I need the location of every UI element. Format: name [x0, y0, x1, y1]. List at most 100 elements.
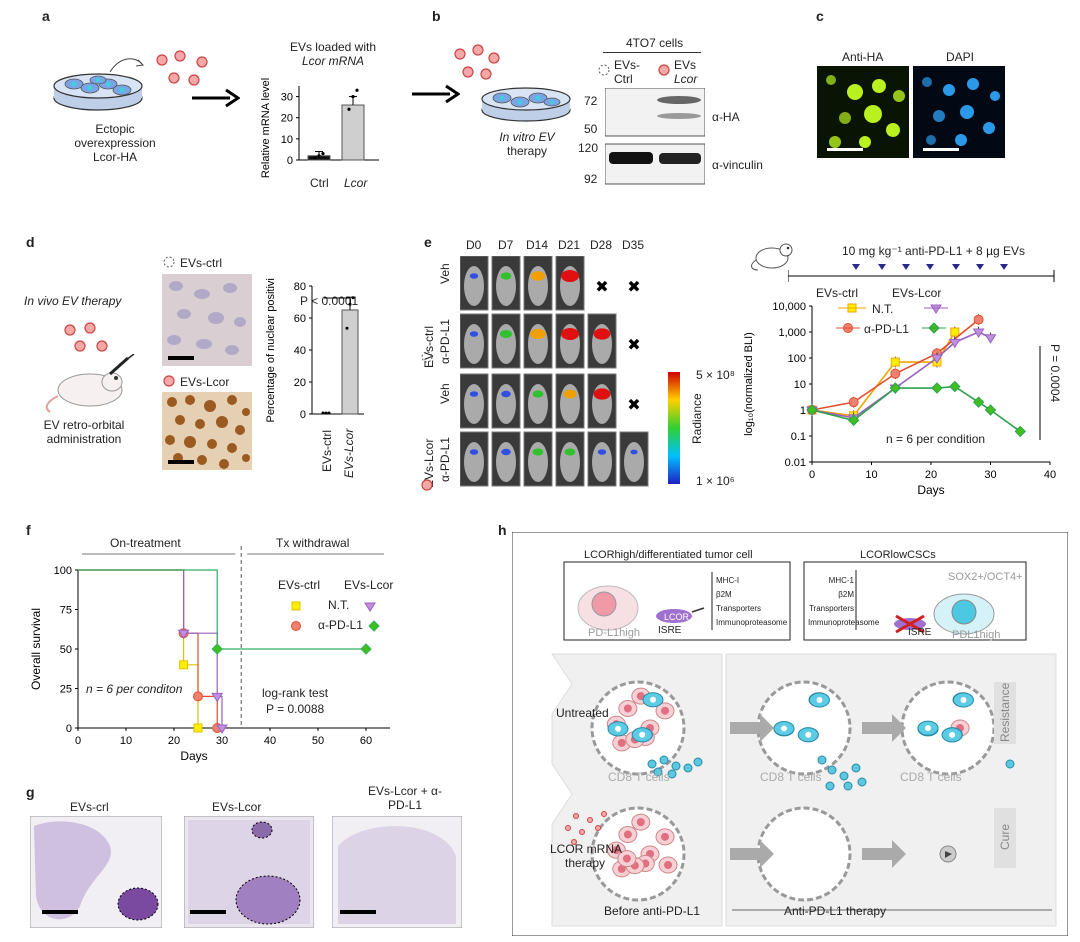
day-d35: D35	[622, 238, 645, 252]
survival-marker-3	[360, 643, 372, 655]
h-isre-right: ISRE	[908, 627, 932, 638]
h-pdl1-high: PD-L1high	[588, 627, 640, 639]
panel-h-label: h	[498, 522, 507, 538]
mouse-icon-e	[751, 243, 793, 271]
tumor-nucleus	[661, 832, 670, 841]
ab-vinculin: α-vinculin	[712, 158, 763, 172]
ev-red-icon-d	[163, 375, 175, 387]
chart-e-ylabel: log₁₀(normalized BLI)	[743, 332, 755, 436]
tick-label-x: 20	[168, 735, 180, 747]
cell-dish-b	[481, 87, 571, 122]
tick-label-y: 50	[60, 644, 72, 656]
bli-signal	[532, 448, 544, 456]
data-point-2	[984, 334, 997, 344]
tumor-nucleus	[617, 864, 626, 873]
admin-caption-1: EV retro-orbital	[43, 418, 125, 432]
anti-ha-image	[817, 66, 909, 158]
therapy-caption-1: In vitro EV	[499, 130, 555, 144]
tick-label-y: 0.01	[785, 457, 806, 469]
tumor-nucleus	[661, 706, 670, 715]
dead-mouse-x: ✖	[627, 279, 640, 296]
chart-e-n-note: n = 6 per condition	[886, 432, 986, 446]
data-point-3	[1014, 425, 1026, 438]
survival-line-1	[78, 569, 218, 728]
day-d7: D7	[498, 238, 514, 252]
bli-signal	[469, 331, 479, 337]
tick-label-y: 0.1	[791, 431, 806, 443]
legend-f-nt: N.T.	[328, 598, 350, 612]
day-d14: D14	[526, 238, 549, 252]
h-lcor-therapy-1: LCOR mRNA	[550, 842, 623, 856]
tick-label-y: 80	[294, 281, 306, 293]
chart-a-cat-lcor: Lcor	[344, 176, 368, 190]
channel-dapi: DAPI	[946, 50, 975, 64]
histo-evs-lcor-pdl1	[332, 816, 462, 928]
data-point-1	[890, 368, 901, 379]
tick-label-y: 25	[60, 684, 72, 696]
tick-label-x: 20	[925, 469, 937, 481]
legend-e-lcor: EVs-Lcor	[892, 286, 942, 300]
cell-dish-a	[53, 58, 145, 111]
legend-marker-pdl1-ctrl	[291, 621, 301, 631]
h-before: Before anti-PD-L1	[604, 904, 701, 918]
in-vivo-therapy: In vivo EV therapy	[24, 294, 122, 308]
western-blot	[605, 88, 705, 185]
mouse-body	[496, 384, 516, 424]
bli-signal	[530, 271, 546, 281]
lane2-line1: EVs	[674, 58, 697, 72]
data-point-3	[949, 380, 961, 393]
data-point	[327, 411, 331, 415]
ihc-evs-lcor	[162, 392, 252, 470]
chart-a-title-2: Lcor mRNA	[301, 54, 364, 68]
tick-label-x: 0	[75, 735, 81, 747]
tick-label-x: 30	[984, 469, 996, 481]
tick-label-y: 1	[800, 405, 806, 417]
h-gene-3: Transporters	[716, 604, 762, 613]
day-d21: D21	[558, 238, 581, 252]
mw-120: 120	[578, 141, 599, 155]
dose-marker	[976, 264, 984, 270]
mouse-body	[496, 442, 516, 482]
data-point	[351, 296, 355, 300]
h-cure: Cure	[998, 823, 1012, 850]
radiance-min: 1 × 10⁶	[696, 474, 735, 488]
radiance-colorbar	[668, 372, 680, 484]
h-genes-right: MHC-1 β2M Transporters Immunoproteasome	[808, 574, 879, 630]
cell-caption-1: Ectopic	[95, 122, 135, 136]
bli-signal	[561, 328, 579, 340]
panel-g-label: g	[26, 784, 35, 800]
dosing-timeline	[788, 264, 1055, 282]
tumor-nucleus	[623, 830, 632, 839]
legend-f-ctrl: EVs-ctrl	[278, 578, 320, 592]
ev-dashed-icon-d	[163, 256, 175, 268]
cured-residual-mark	[945, 851, 952, 858]
legend-e-nt: N.T.	[872, 302, 894, 316]
h-box-left-title: LCORhigh/differentiated tumor cell	[584, 549, 753, 561]
lane1-line1: EVs-	[614, 58, 641, 72]
therapy-caption-2: therapy	[506, 144, 548, 158]
legend-e-pdl1: α-PD-L1	[864, 322, 909, 336]
dead-mouse-x: ✖	[627, 397, 640, 414]
img-evs-lcor-label: EVs-Lcor	[180, 375, 230, 389]
chart-f-n-note: n = 6 per conditon	[86, 682, 183, 696]
dose-marker	[852, 264, 860, 270]
tick-label-y: 100	[788, 353, 806, 365]
legend-marker-nt-ctrl	[291, 601, 301, 611]
bli-signal	[469, 273, 479, 279]
data-point	[324, 411, 328, 415]
tick-label-y: 20	[294, 377, 306, 389]
chart-f-xlabel: Days	[180, 749, 207, 763]
bli-signal	[501, 390, 511, 398]
arrow-b	[412, 84, 460, 104]
csc-nucleus	[949, 731, 956, 738]
csc-nucleus	[805, 731, 812, 738]
h-resistance: Resistance	[998, 682, 1012, 742]
data-point-3	[889, 382, 902, 394]
data-point-3	[806, 404, 818, 416]
h-gene-4: Immunoproteasome	[716, 618, 788, 627]
bar-EVs-Lcor	[341, 309, 359, 415]
channel-anti-ha: Anti-HA	[842, 50, 884, 64]
bli-signal	[593, 328, 611, 340]
legend-marker-pdl1-lcor	[368, 620, 380, 632]
